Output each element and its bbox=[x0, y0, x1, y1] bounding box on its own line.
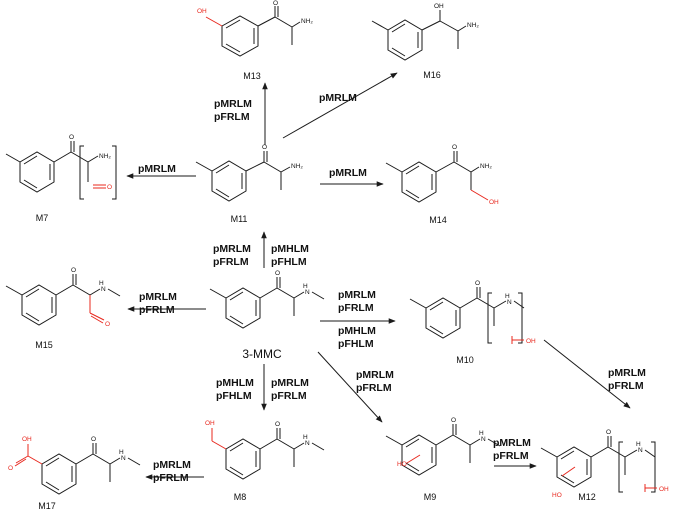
atom-n: N bbox=[101, 286, 106, 293]
enzyme-3mmc-m15-1: pMRLM bbox=[139, 291, 177, 303]
enzyme-m8-m17-1: pMRLM bbox=[153, 459, 191, 471]
arrow-3mmc-to-m9 bbox=[317, 351, 383, 423]
atom-n: N bbox=[305, 289, 310, 296]
structure-m10: O N H OH bbox=[409, 280, 536, 345]
enzyme-m11-m7: pMRLM bbox=[138, 163, 176, 175]
label-m7: M7 bbox=[36, 213, 49, 223]
atom-n: N bbox=[481, 436, 486, 443]
atom-o: O bbox=[452, 144, 457, 151]
atom-o: O bbox=[275, 270, 280, 277]
atom-nh2: NH₂ bbox=[301, 18, 313, 25]
atom-h: H bbox=[303, 283, 308, 290]
atom-o: O bbox=[451, 417, 456, 424]
enzyme-3mmc-m11-3: pMHLM bbox=[271, 243, 309, 255]
structure-m8: OH O N H bbox=[205, 420, 325, 480]
enzyme-3mmc-m8-3: pMRLM bbox=[271, 377, 309, 389]
atom-o-red: O bbox=[105, 321, 110, 328]
label-m13: M13 bbox=[243, 71, 261, 81]
enzyme-m10-m12-2: pFRLM bbox=[608, 380, 644, 392]
enzyme-3mmc-m11-1: pMRLM bbox=[213, 243, 251, 255]
enzyme-m11-m13-1: pMRLM bbox=[214, 98, 252, 110]
enzyme-3mmc-m8-2: pFHLM bbox=[216, 390, 252, 402]
atom-oh-red: OH bbox=[526, 338, 536, 345]
enzyme-3mmc-m9-2: pFRLM bbox=[356, 382, 392, 394]
enzyme-3mmc-m10-4: pFHLM bbox=[338, 338, 374, 350]
label-m10: M10 bbox=[456, 355, 474, 365]
atom-h: H bbox=[119, 449, 124, 456]
atom-n: N bbox=[305, 440, 310, 447]
structure-m15: O N H O bbox=[5, 267, 121, 328]
enzyme-3mmc-m11-4: pFHLM bbox=[271, 256, 307, 268]
label-m15: M15 bbox=[35, 340, 53, 350]
label-m9: M9 bbox=[424, 492, 437, 502]
atom-oh: OH bbox=[197, 8, 207, 15]
atom-o: O bbox=[69, 134, 74, 141]
atom-h: H bbox=[99, 280, 104, 287]
atom-o: O bbox=[262, 144, 267, 151]
arrow-m11-to-m16 bbox=[282, 72, 398, 139]
atom-oh: OH bbox=[434, 3, 444, 10]
atom-h: H bbox=[505, 293, 510, 300]
atom-o: O bbox=[606, 429, 611, 436]
atom-n: N bbox=[121, 455, 126, 462]
atom-n: N bbox=[638, 447, 643, 454]
enzyme-3mmc-m8-4: pFRLM bbox=[271, 390, 307, 402]
enzyme-3mmc-m9-1: pMRLM bbox=[356, 369, 394, 381]
enzyme-m8-m17-2: pFRLM bbox=[153, 472, 189, 484]
atom-o: O bbox=[91, 436, 96, 443]
atom-h: H bbox=[636, 441, 641, 448]
enzyme-3mmc-m11-2: pFRLM bbox=[213, 256, 249, 268]
enzyme-m11-m14: pMRLM bbox=[329, 167, 367, 179]
label-m11: M11 bbox=[231, 214, 248, 224]
atom-oh-red: OH bbox=[205, 420, 215, 427]
structure-m9: HO O N H bbox=[385, 417, 501, 476]
structure-m17: OH O O N H bbox=[8, 436, 141, 495]
atom-o: O bbox=[275, 421, 280, 428]
atom-oh-red: OH bbox=[489, 199, 499, 206]
enzyme-3mmc-m10-2: pFRLM bbox=[338, 302, 374, 314]
atom-nh2: NH₂ bbox=[291, 163, 303, 170]
enzyme-m11-m13-2: pFRLM bbox=[214, 111, 250, 123]
enzyme-3mmc-m10-1: pMRLM bbox=[338, 289, 376, 301]
atom-o-red: O bbox=[107, 184, 112, 191]
atom-o: O bbox=[71, 267, 76, 274]
enzyme-m9-m12-2: pFRLM bbox=[493, 450, 529, 462]
structure-3-mmc: O N H bbox=[209, 270, 325, 329]
structure-m14: O NH₂ OH bbox=[385, 144, 499, 206]
enzyme-3mmc-m15-2: pFRLM bbox=[139, 304, 175, 316]
atom-h: H bbox=[303, 434, 308, 441]
atom-o: O bbox=[273, 0, 278, 7]
label-m14: M14 bbox=[429, 215, 447, 225]
enzyme-m10-m12-1: pMRLM bbox=[608, 367, 646, 379]
atom-n: N bbox=[507, 299, 512, 306]
atom-nh2: NH₂ bbox=[480, 163, 492, 170]
atom-oh-red: OH bbox=[22, 436, 32, 443]
atom-o-red: O bbox=[8, 465, 13, 472]
arrow-m10-to-m12 bbox=[543, 339, 631, 409]
enzyme-m11-m16: pMRLM bbox=[319, 92, 357, 104]
label-m17: M17 bbox=[38, 501, 56, 509]
atom-nh2: NH₂ bbox=[467, 22, 479, 29]
structure-m7: O NH₂ O bbox=[5, 134, 117, 200]
atom-oh-red: OH bbox=[659, 486, 669, 493]
enzyme-3mmc-m10-3: pMHLM bbox=[338, 325, 376, 337]
label-3-mmc: 3-MMC bbox=[242, 347, 282, 361]
atom-nh2: NH₂ bbox=[99, 153, 111, 160]
structure-m11: O NH₂ bbox=[195, 144, 303, 202]
label-m16: M16 bbox=[423, 70, 441, 80]
structure-m16: OH NH₂ bbox=[371, 3, 479, 61]
atom-h: H bbox=[479, 430, 484, 437]
atom-ho-red: HO bbox=[552, 492, 562, 499]
label-m12: M12 bbox=[578, 492, 596, 502]
enzyme-m9-m12-1: pMRLM bbox=[493, 437, 531, 449]
label-m8: M8 bbox=[234, 492, 247, 502]
enzyme-3mmc-m8-1: pMHLM bbox=[216, 377, 254, 389]
atom-o: O bbox=[475, 280, 480, 287]
structure-m13: OH O NH₂ bbox=[197, 0, 313, 57]
structure-m12: HO O N H OH bbox=[540, 429, 669, 499]
atom-ho-red: HO bbox=[397, 461, 407, 468]
